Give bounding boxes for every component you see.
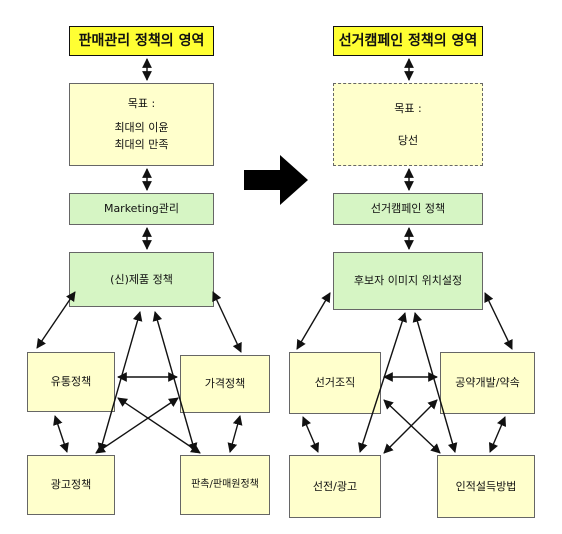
- left-link-product-promotion: [152, 311, 198, 453]
- right-promotion-ad-box: 선전/광고: [289, 455, 381, 518]
- right-link-pledge-persuasion: [488, 416, 507, 453]
- right-link-positioning-organization: [296, 292, 331, 350]
- left-link-price-promotion: [227, 415, 243, 453]
- left-link-distribution-advertising: [53, 415, 69, 453]
- right-link-organization-promotion-ad: [301, 416, 320, 453]
- left-promotion-text: 판촉/판매원정책: [191, 479, 259, 490]
- left-distribution-text: 유통정책: [50, 375, 92, 389]
- right-positioning-box: 후보자 이미지 위치설정: [333, 252, 483, 310]
- left-goal-label: 목표 :: [127, 97, 156, 111]
- right-title: 선거캠페인 정책의 영역: [333, 26, 483, 56]
- right-campaign-policy-box: 선거캠페인 정책: [333, 193, 483, 225]
- right-link-positioning-promotion-ad: [358, 312, 407, 453]
- right-pledge-text: 공약개발/약속: [455, 376, 520, 390]
- left-goal-box: 목표 : 최대의 이윤 최대의 만족: [69, 83, 214, 166]
- transition-arrow: [244, 155, 308, 205]
- left-title-text: 판매관리 정책의 영역: [78, 32, 205, 49]
- right-goal-box: 목표 : 당선: [333, 83, 483, 166]
- right-campaign-policy-text: 선거캠페인 정책: [370, 202, 446, 216]
- left-management-text: Marketing관리: [103, 202, 180, 216]
- left-link-product-distribution: [36, 291, 76, 349]
- left-promotion-box: 판촉/판매원정책: [180, 455, 270, 515]
- left-advertising-box: 광고정책: [27, 455, 115, 515]
- left-product-policy-box: (신)제품 정책: [69, 252, 214, 307]
- left-link-product-advertising: [97, 311, 143, 453]
- left-link-product-price: [212, 291, 242, 353]
- right-link-pledge-promotion-ad: [383, 399, 438, 454]
- right-persuasion-box: 인적설득방법: [437, 455, 535, 518]
- left-product-policy-text: (신)제품 정책: [110, 272, 173, 286]
- right-goal-label: 목표 :: [394, 101, 422, 115]
- right-organization-text: 선거조직: [314, 376, 356, 390]
- left-link-price-advertising: [95, 397, 179, 454]
- left-goal-line1: 최대의 이윤: [114, 120, 169, 134]
- left-management-box: Marketing관리: [69, 193, 214, 225]
- right-title-text: 선거캠페인 정책의 영역: [338, 32, 478, 49]
- left-price-text: 가격정책: [204, 377, 246, 391]
- right-link-positioning-pledge: [484, 292, 513, 350]
- right-link-positioning-persuasion: [412, 312, 458, 453]
- right-persuasion-text: 인적설득방법: [455, 479, 517, 493]
- right-positioning-text: 후보자 이미지 위치설정: [353, 274, 463, 288]
- left-title: 판매관리 정책의 영역: [69, 26, 214, 56]
- left-goal-line2: 최대의 만족: [114, 138, 169, 152]
- right-promotion-ad-text: 선전/광고: [312, 479, 358, 493]
- left-advertising-text: 광고정책: [50, 478, 92, 492]
- right-goal-line1: 당선: [397, 133, 419, 147]
